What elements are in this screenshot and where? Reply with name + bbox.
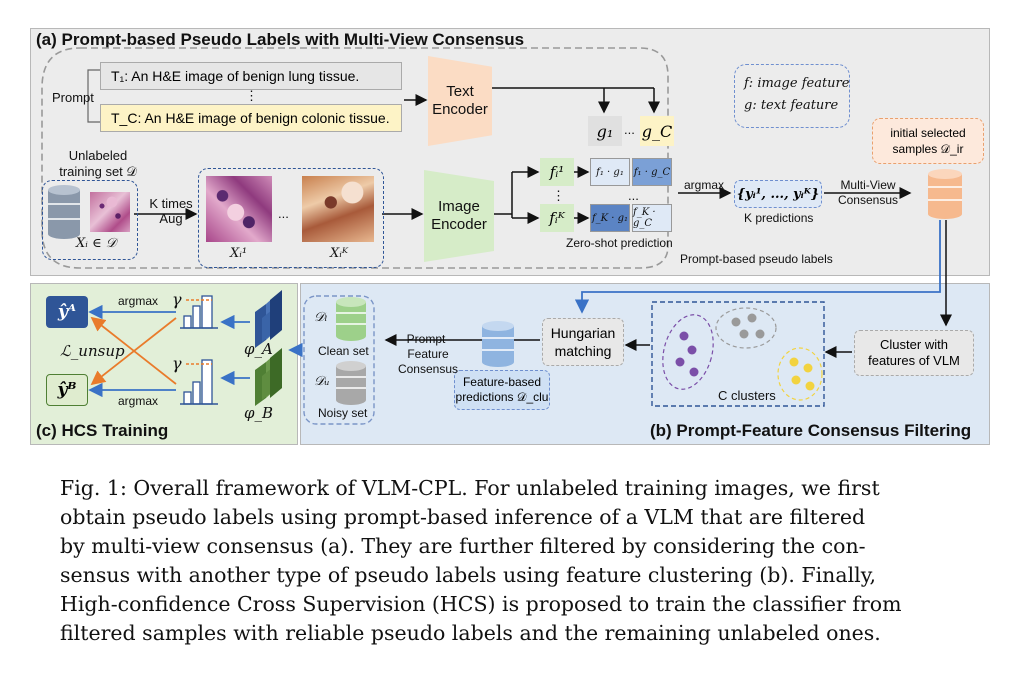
feature-hdots: ... [624,122,635,137]
xik-label: Xᵢᴷ [330,246,348,261]
initial-samples-box: initial selected samples 𝒟_ir [872,118,984,164]
sim-tile-1-c: f₁ · g_C [632,158,672,186]
y-hat-b: ŷᴮ [46,374,88,406]
feature-predictions-box: Feature-based predictions 𝒟_clu [454,370,550,410]
legend-f: f: image feature [744,76,850,91]
k-predictions-set: {yᵢ¹, ..., yᵢᴷ} [734,180,822,208]
augmented-image-1 [206,176,272,242]
image-encoder: Image Encoder [424,170,494,262]
unlabeled-title: Unlabeled training set 𝒟 [59,148,137,179]
k-predictions-label: K predictions [744,211,814,225]
clean-set-db-icon [336,297,366,341]
prompt-dots: ⋮ [245,88,258,103]
sim-dots: ... [628,188,639,203]
augmented-ellipsis: ... [278,206,289,221]
xi1-label: Xᵢ¹ [230,246,248,261]
prompt-tc: T_C: An H&E image of benign colonic tiss… [100,104,402,132]
caption-line: obtain pseudo labels using prompt-based … [60,505,866,529]
feature-g1: g₁ [588,116,622,146]
loss-unsup: ℒ_unsup [60,342,125,360]
phi-b: φ_B [244,404,274,422]
panel-a-title: (a) Prompt-based Pseudo Labels with Mult… [36,30,525,49]
feature-fik: fᵢᴷ [540,204,574,232]
prompt-label: Prompt [52,90,94,105]
y-hat-a: ŷᴬ [46,296,88,328]
argmax-label: argmax [684,178,725,192]
cluster-box: Cluster with features of VLM [854,330,974,376]
zero-shot-label: Zero-shot prediction [566,236,673,250]
unlabeled-database-icon [48,185,80,239]
clean-label: Clean set [318,344,369,358]
initial-samples-database-icon [928,169,962,219]
network-b-icon [255,348,282,406]
sample-image [90,192,130,232]
panel-c-title: (c) HCS Training [36,421,169,440]
caption-line: High-confidence Cross Supervision (HCS) … [60,592,902,616]
sim-tile-k-c: f_K · g_C [632,204,672,232]
network-a-icon [255,290,282,348]
gamma-top: γ [172,290,182,309]
sim-tile-k-1: f_K · g₁ [590,204,630,232]
gamma-bot: γ [172,354,182,373]
argmax-top-label: argmax [118,294,159,308]
unlabeled-outline [42,180,138,260]
noisy-label: Noisy set [318,406,368,420]
pfc-label: Prompt-Feature Consensus [397,332,459,376]
feature-db-icon [482,321,514,367]
aug-label: K times Aug [149,196,193,226]
caption-line: by multi-view consensus (a). They are fu… [60,534,866,558]
c-clusters-label: C clusters [718,388,776,403]
feature-vdots: ⋮ [552,188,565,203]
figure-caption: Fig. 1: Overall framework of VLM-CPL. Fo… [60,474,990,648]
prompt-pseudo-labels-label: Prompt-based pseudo labels [680,252,833,266]
clusters-region-outline [651,301,825,407]
panel-b-title: (b) Prompt-Feature Consensus Filtering [650,421,972,440]
hungarian-box: Hungarian matching [542,318,624,366]
caption-line: filtered samples with reliable pseudo la… [60,621,881,645]
phi-a: φ_A [244,340,273,358]
mvc-label: Multi-View Consensus [837,178,899,207]
argmax-bot-label: argmax [118,394,159,408]
caption-line: sensus with another type of pseudo label… [60,563,877,587]
feature-gc: g_C [640,116,674,146]
noisy-set-db-icon [336,361,366,405]
text-encoder: Text Encoder [428,56,492,146]
sim-tile-1-1: f₁ · g₁ [590,158,630,186]
noisy-symbol: 𝒟ᵤ [314,374,330,389]
prompt-t1: T₁: An H&E image of benign lung tissue. [100,62,402,90]
clean-symbol: 𝒟ₗ [314,310,328,325]
xi-label: Xᵢ ∈ 𝒟 [76,236,117,251]
augmented-outline [198,168,384,268]
clean-noisy-outline [303,295,375,425]
caption-line: Fig. 1: Overall framework of VLM-CPL. Fo… [60,476,880,500]
legend-g: g: text feature [744,98,839,113]
legend-box [734,64,850,128]
augmented-image-k [302,176,374,242]
feature-fi1: fᵢ¹ [540,158,574,186]
prompt-region-outline [41,47,669,269]
